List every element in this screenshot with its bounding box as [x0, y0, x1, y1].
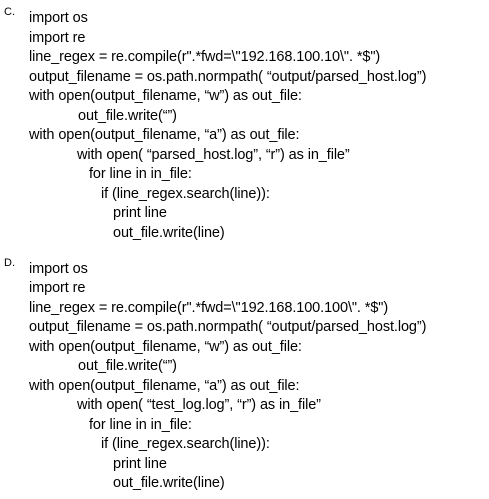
code-line: with open(output_filename, “a”) as out_f… — [29, 378, 300, 394]
option-letter: D. — [4, 257, 15, 269]
code-line: output_filename = os.path.normpath( “out… — [29, 69, 427, 85]
code-line: import re — [29, 280, 86, 296]
option-letter: C. — [4, 6, 15, 18]
code-line: line_regex = re.compile(r".*fwd=\"192.16… — [29, 300, 389, 316]
code-line: import re — [29, 30, 86, 46]
code-line: with open( “parsed_host.log”, “r”) as in… — [77, 147, 350, 163]
code-line: output_filename = os.path.normpath( “out… — [29, 319, 427, 335]
code-line: import os — [29, 261, 88, 277]
code-line: out_file.write(line) — [113, 475, 225, 491]
code-line: with open(output_filename, “w”) as out_f… — [29, 339, 302, 355]
code-line: with open(output_filename, “w”) as out_f… — [29, 88, 302, 104]
code-line: with open( “test_log.log”, “r”) as in_fi… — [77, 397, 321, 413]
code-line: if (line_regex.search(line)): — [101, 186, 270, 202]
code-line: for line in in_file: — [89, 417, 192, 433]
code-line: if (line_regex.search(line)): — [101, 436, 270, 452]
code-line: line_regex = re.compile(r".*fwd=\"192.16… — [29, 49, 381, 65]
code-line: for line in in_file: — [89, 166, 192, 182]
code-line: with open(output_filename, “a”) as out_f… — [29, 127, 300, 143]
code-line: out_file.write(“”) — [78, 108, 177, 124]
code-line: out_file.write(line) — [113, 225, 225, 241]
code-line: print line — [113, 205, 167, 221]
code-line: import os — [29, 10, 88, 26]
code-line: print line — [113, 456, 167, 472]
code-line: out_file.write(“”) — [78, 358, 177, 374]
